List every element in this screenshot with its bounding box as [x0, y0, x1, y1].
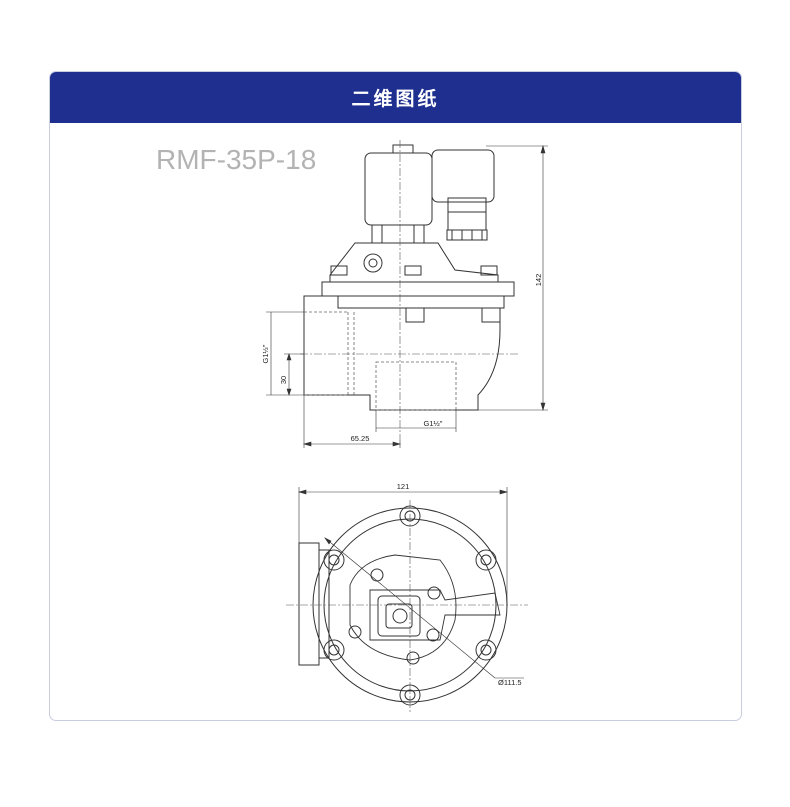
valve-flange: [321, 281, 515, 297]
valve-body: [303, 295, 501, 411]
dimension-height: [478, 144, 548, 412]
dimension-bottom-port-label: G1½": [424, 419, 443, 428]
dimension-width-half-label: 65.25: [351, 434, 370, 443]
coil-head: [369, 589, 501, 641]
dimension-side-port: [266, 311, 304, 396]
dimension-width-total-label: 121: [397, 482, 410, 491]
dimension-height-label: 142: [534, 274, 543, 287]
section-header: 二维图纸: [50, 72, 741, 123]
dimension-side-port-label: G1½": [261, 344, 270, 363]
valve-cover: [329, 242, 499, 283]
side-view: [266, 140, 548, 448]
drawing-card: 二维图纸 RMF-35P-18: [49, 71, 742, 721]
top-view: [286, 487, 528, 712]
dimension-bottom: [302, 395, 457, 448]
dimension-diameter-label: Ø111.5: [498, 678, 522, 687]
model-number: RMF-35P-18: [156, 144, 317, 175]
section-title: 二维图纸: [351, 88, 440, 110]
dimension-width: [297, 487, 509, 605]
side-port-boss: [298, 542, 320, 666]
bolt-holes: [323, 505, 497, 706]
dimension-offset-label: 30: [279, 376, 288, 384]
solenoid-coil: [364, 152, 433, 226]
